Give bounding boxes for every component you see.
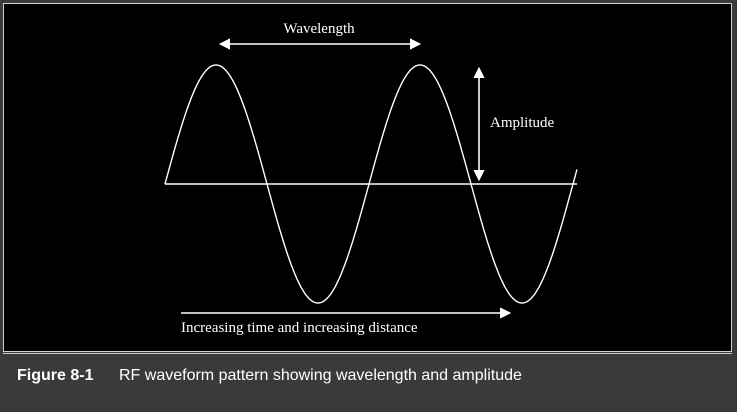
sine-waveform	[164, 64, 578, 304]
caption-bar: Figure 8-1 RF waveform pattern showing w…	[3, 353, 732, 398]
direction-label: Increasing time and increasing distance	[181, 320, 418, 336]
waveform-diagram: Wavelength Amplitude Increasing time and…	[164, 21, 578, 336]
amplitude-label: Amplitude	[490, 115, 555, 131]
wavelength-label: Wavelength	[283, 21, 355, 37]
figure-number: Figure 8-1	[17, 367, 94, 384]
figure-caption: RF waveform pattern showing wavelength a…	[119, 367, 522, 384]
diagram-panel: Wavelength Amplitude Increasing time and…	[3, 3, 732, 352]
